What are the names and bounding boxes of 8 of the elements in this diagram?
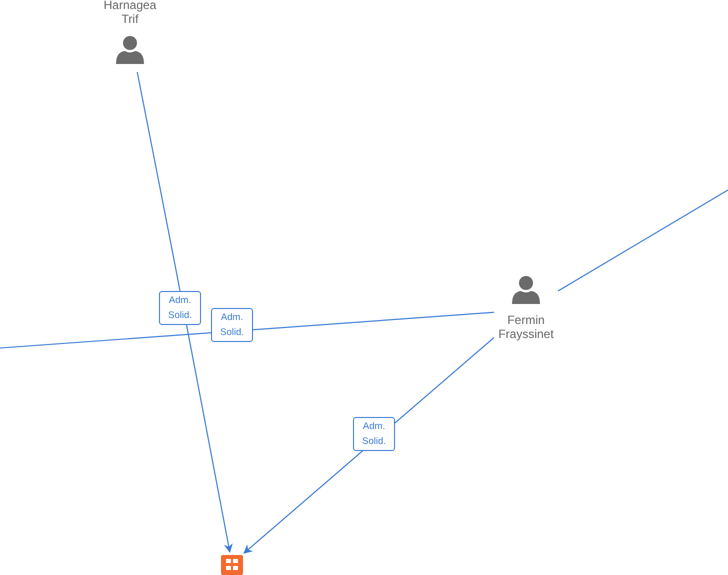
- edge-label: Adm. Solid.: [159, 291, 201, 325]
- connector-line: [558, 190, 728, 292]
- person-name: Fermin Frayssinet: [497, 313, 555, 341]
- person-name: Harnagea Trif: [102, 0, 158, 26]
- edge-label: Adm. Solid.: [353, 417, 395, 451]
- edge-label: Adm. Solid.: [211, 308, 253, 342]
- arrow: [136, 72, 233, 553]
- connector-line: [0, 312, 494, 349]
